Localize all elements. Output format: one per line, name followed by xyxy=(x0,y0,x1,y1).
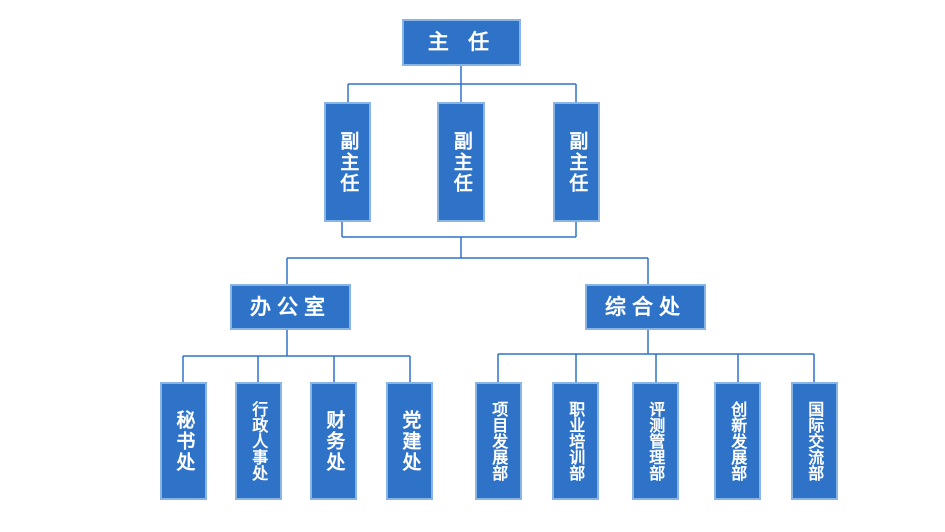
node-unit-admin-hr: 行政人事处 xyxy=(235,382,282,500)
node-unit-international: 国际交流部 xyxy=(791,382,838,500)
node-office: 办公室 xyxy=(230,284,351,330)
node-unit-project-dev: 项目发展部 xyxy=(475,382,522,500)
node-unit-innovation: 创新发展部 xyxy=(714,382,761,500)
node-deputy-3: 副主任 xyxy=(553,102,600,222)
node-general: 综合处 xyxy=(585,284,706,330)
node-unit-assessment: 评测管理部 xyxy=(632,382,679,500)
node-deputy-2: 副主任 xyxy=(437,102,485,222)
node-director: 主 任 xyxy=(402,19,521,66)
node-unit-party: 党建处 xyxy=(386,382,433,500)
node-unit-finance: 财务处 xyxy=(310,382,357,500)
node-unit-secretariat: 秘书处 xyxy=(160,382,207,500)
node-unit-vocational-training: 职业培训部 xyxy=(552,382,599,500)
node-deputy-1: 副主任 xyxy=(324,102,371,222)
